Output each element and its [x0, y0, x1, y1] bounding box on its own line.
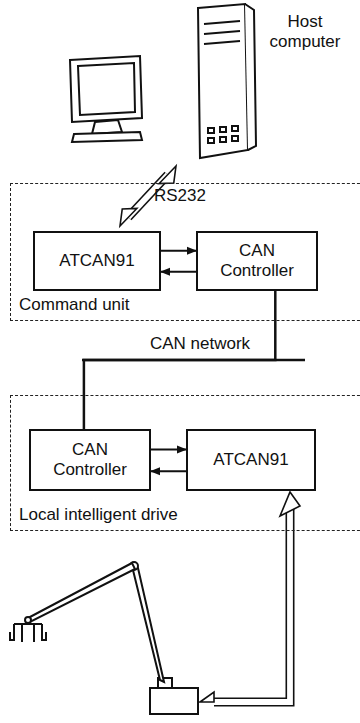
module-box: CAN Controller [29, 429, 151, 491]
text-label: CAN network [100, 334, 300, 354]
connector [151, 448, 186, 450]
box-label: ATCAN91 [59, 251, 134, 271]
connector [161, 250, 196, 252]
connector [161, 271, 196, 273]
unit-region: Command unit ATCAN91 CAN Controller [10, 183, 360, 321]
computer-tower [198, 4, 256, 158]
box-label: CAN Controller [47, 440, 133, 479]
text-label: RS232 [140, 186, 220, 206]
module-box: CAN Controller [196, 231, 318, 291]
box-label: ATCAN91 [213, 450, 288, 470]
module-box: ATCAN91 [33, 231, 161, 291]
module-box: ATCAN91 [186, 429, 316, 491]
region-title: Command unit [19, 295, 130, 315]
region-title: Local intelligent drive [19, 505, 178, 525]
text-label: Host computer [262, 12, 348, 53]
monitor-icon [70, 56, 142, 142]
connector [151, 470, 186, 472]
unit-region: Local intelligent drive CAN Controller ATC… [10, 395, 360, 531]
robot-arm [10, 562, 198, 714]
box-label: CAN Controller [214, 241, 300, 280]
